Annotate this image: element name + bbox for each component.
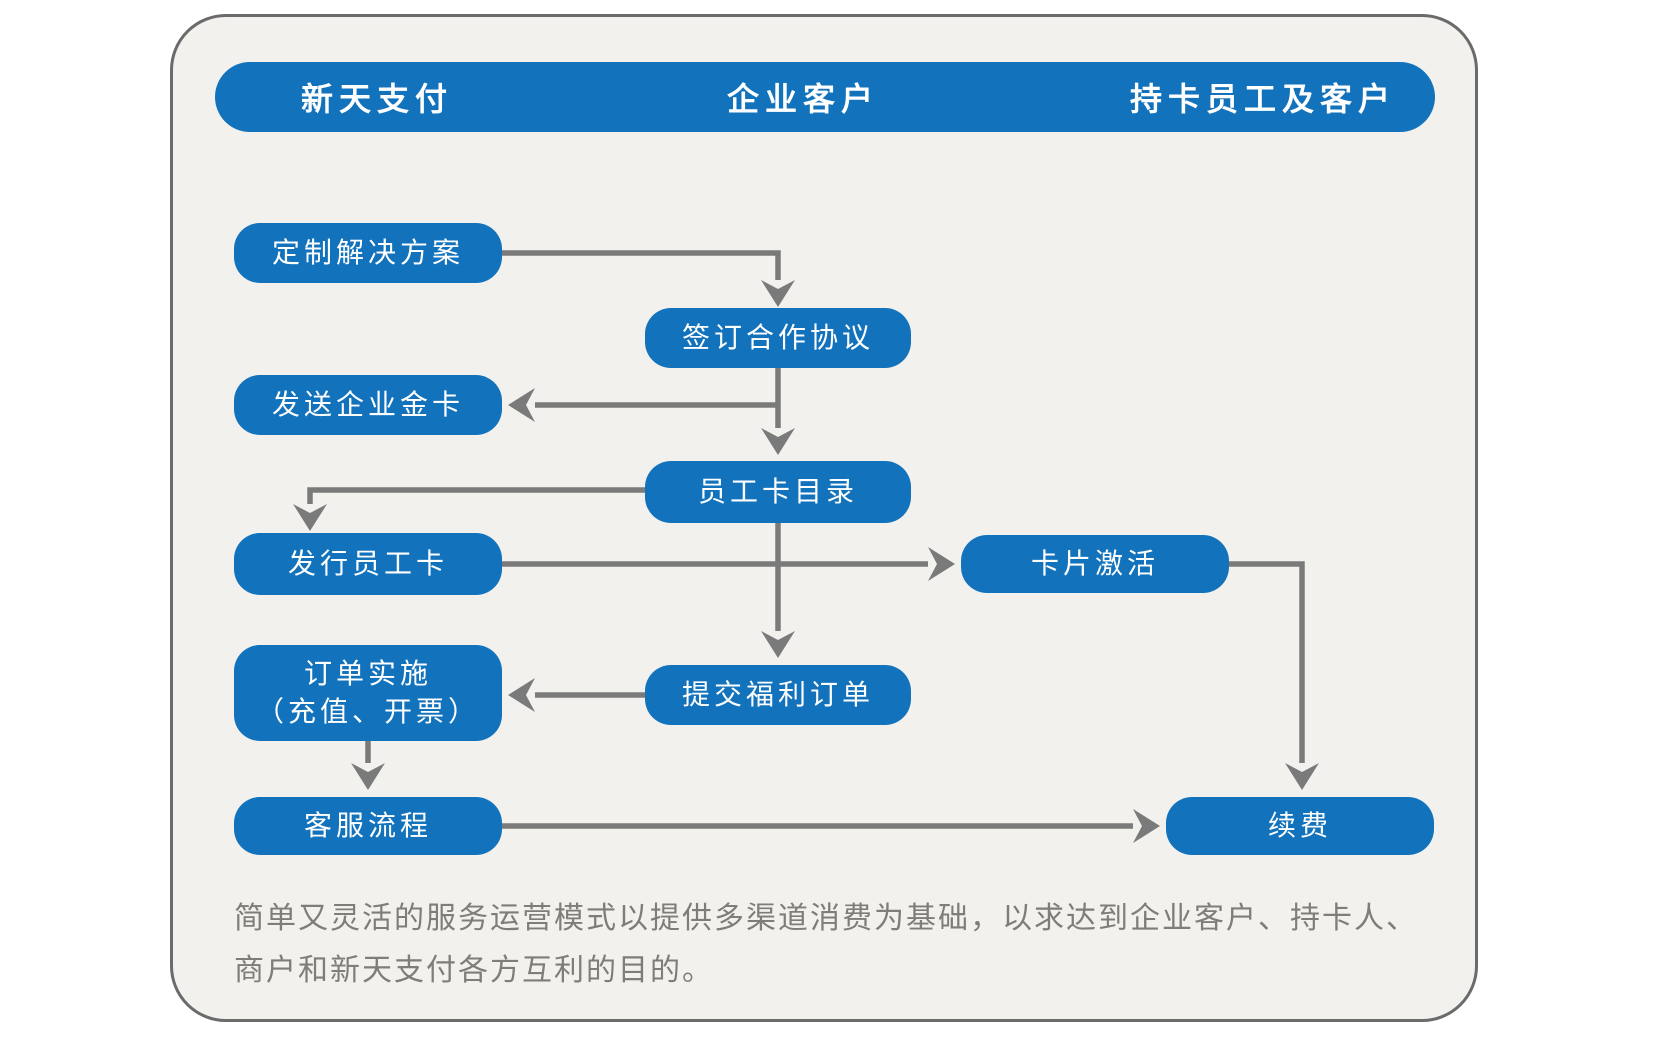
node-label: 续费 (1267, 810, 1332, 842)
footer-line-1: 简单又灵活的服务运营模式以提供多渠道消费为基础，以求达到企业客户、持卡人、 (234, 902, 1418, 935)
node-label: 发送企业金卡 (271, 389, 464, 421)
node-issue-employee-card: 发行员工卡 (234, 533, 502, 595)
node-label: 客服流程 (303, 810, 432, 842)
lane-label-cardholder-staff: 持卡员工及客户 (1129, 81, 1397, 117)
node-label: 卡片激活 (1030, 548, 1159, 580)
node-label-line1: 订单实施 (303, 658, 432, 690)
node-order-implementation: 订单实施 （充值、开票） (234, 645, 502, 741)
node-card-activation: 卡片激活 (961, 535, 1229, 593)
node-renewal: 续费 (1166, 797, 1434, 855)
node-label: 员工卡目录 (697, 476, 858, 508)
footer-line-2: 商户和新天支付各方互利的目的。 (234, 954, 714, 987)
lane-label-enterprise-customer: 企业客户 (726, 81, 880, 117)
node-label: 发行员工卡 (287, 548, 448, 580)
node-label-line2: （充值、开票） (255, 696, 480, 727)
node-label: 定制解决方案 (271, 237, 464, 269)
node-label: 提交福利订单 (681, 679, 874, 711)
node-customer-service: 客服流程 (234, 797, 502, 855)
node-submit-benefit-order: 提交福利订单 (645, 665, 911, 725)
node-send-gold-card: 发送企业金卡 (234, 375, 502, 435)
node-employee-card-catalog: 员工卡目录 (645, 461, 911, 523)
lane-header-bar: 新天支付 企业客户 持卡员工及客户 (215, 62, 1435, 132)
node-custom-solution: 定制解决方案 (234, 223, 502, 283)
lane-label-xintian-pay: 新天支付 (300, 81, 454, 117)
footer-description: 简单又灵活的服务运营模式以提供多渠道消费为基础，以求达到企业客户、持卡人、 商户… (234, 893, 1449, 997)
node-sign-agreement: 签订合作协议 (645, 308, 911, 368)
node-label: 签订合作协议 (681, 322, 874, 354)
